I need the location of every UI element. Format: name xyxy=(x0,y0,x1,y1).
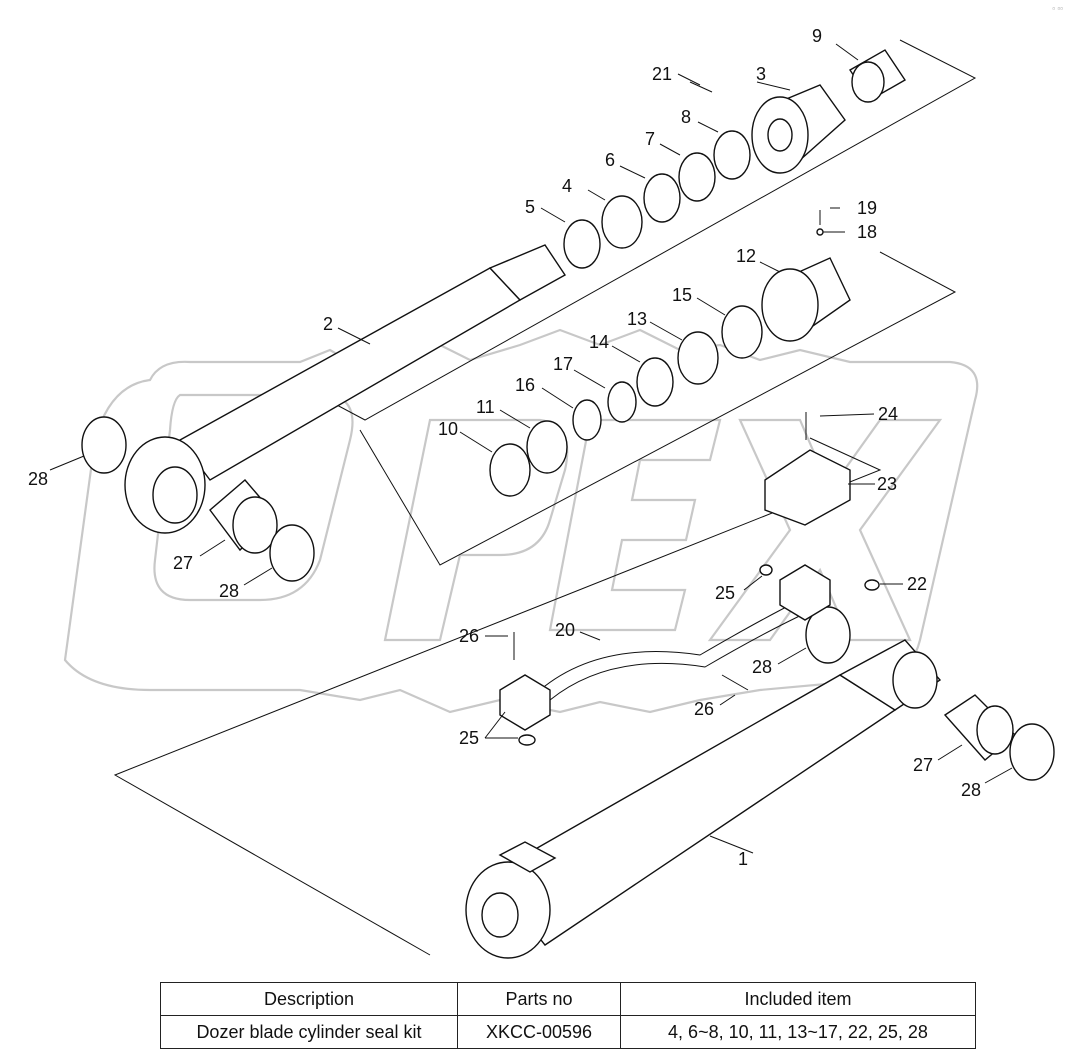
cell-included-item: 4, 6~8, 10, 11, 13~17, 22, 25, 28 xyxy=(620,1015,976,1049)
rod-seals xyxy=(563,130,751,269)
exploded-parts-diagram: 1 2 3 4 5 6 7 8 9 10 11 12 13 14 15 16 1… xyxy=(28,26,1055,959)
callout-26b: 26 xyxy=(694,699,714,719)
callout-6: 6 xyxy=(605,150,615,170)
table-row: Dozer blade cylinder seal kit XKCC-00596… xyxy=(160,1015,976,1049)
screws xyxy=(513,81,824,691)
callout-15: 15 xyxy=(672,285,692,305)
callout-19: 19 xyxy=(857,198,877,218)
snap-rings xyxy=(81,416,1055,781)
callout-21: 21 xyxy=(652,64,672,84)
callout-16: 16 xyxy=(515,375,535,395)
callout-9: 9 xyxy=(812,26,822,46)
header-included-item: Included item xyxy=(620,982,976,1016)
callout-1: 1 xyxy=(738,849,748,869)
callout-17: 17 xyxy=(553,354,573,374)
piston-seals xyxy=(489,305,763,497)
leader-lines xyxy=(49,43,1013,854)
bushing-9 xyxy=(849,49,906,103)
callout-13: 13 xyxy=(627,309,647,329)
callout-12: 12 xyxy=(736,246,756,266)
callout-7: 7 xyxy=(645,129,655,149)
callout-4: 4 xyxy=(562,176,572,196)
piston-rod xyxy=(124,244,567,534)
callout-26a: 26 xyxy=(459,626,479,646)
header-description: Description xyxy=(160,982,458,1016)
header-parts-no: Parts no xyxy=(457,982,621,1016)
callout-28a: 28 xyxy=(28,469,48,489)
bushing-rod-end xyxy=(209,479,278,554)
cylinder-tube xyxy=(465,639,942,959)
callout-10: 10 xyxy=(438,419,458,439)
piston xyxy=(761,257,851,342)
callout-14: 14 xyxy=(589,332,609,352)
cell-parts-no: XKCC-00596 xyxy=(457,1015,621,1049)
seal-kit-table: Description Parts no Included item Dozer… xyxy=(160,982,976,1049)
callout-labels: 1 2 3 4 5 6 7 8 9 10 11 12 13 14 15 16 1… xyxy=(28,26,981,869)
callout-5: 5 xyxy=(525,197,535,217)
callout-11: 11 xyxy=(476,397,495,417)
rod-cover xyxy=(751,84,846,174)
callout-23: 23 xyxy=(877,474,897,494)
callout-24: 24 xyxy=(878,404,898,424)
callout-18: 18 xyxy=(857,222,877,242)
callout-25b: 25 xyxy=(459,728,479,748)
cell-description: Dozer blade cylinder seal kit xyxy=(160,1015,458,1049)
table-header-row: Description Parts no Included item xyxy=(160,982,976,1016)
callout-3: 3 xyxy=(756,64,766,84)
callout-20: 20 xyxy=(555,620,575,640)
pipe-assembly xyxy=(499,564,880,746)
callout-27a: 27 xyxy=(173,553,193,573)
callout-27b: 27 xyxy=(913,755,933,775)
callout-28c: 28 xyxy=(752,657,772,677)
callout-28b: 28 xyxy=(219,581,239,601)
callout-28d: 28 xyxy=(961,780,981,800)
valve-block xyxy=(764,449,851,526)
callout-2: 2 xyxy=(323,314,333,334)
corner-mark: ▫ ▫▫ xyxy=(1052,4,1063,13)
bushing-tube-end xyxy=(943,694,1017,761)
callout-8: 8 xyxy=(681,107,691,127)
callout-22: 22 xyxy=(907,574,927,594)
callout-25a: 25 xyxy=(715,583,735,603)
